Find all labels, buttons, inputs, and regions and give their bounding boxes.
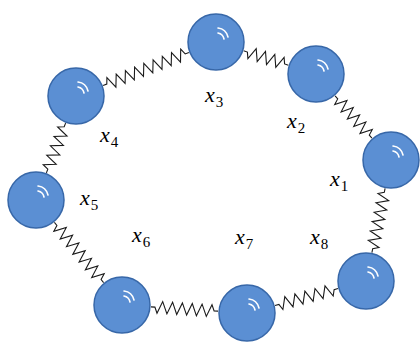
ball-shape — [362, 131, 420, 189]
ball-shape — [287, 45, 345, 103]
variable-label: x7 — [235, 226, 253, 248]
mass-ball: x1 — [362, 131, 420, 189]
variable-label: x3 — [205, 84, 223, 106]
spring — [54, 222, 104, 282]
variable-label: x8 — [310, 226, 328, 248]
ball-shape — [187, 13, 245, 71]
ball-shape — [218, 284, 276, 342]
spring — [103, 49, 189, 87]
variable-label: x5 — [80, 187, 98, 209]
ball-shape — [47, 67, 105, 125]
mass-ball: x7 — [218, 284, 276, 342]
variable-label: x6 — [132, 224, 150, 246]
variable-label: x2 — [287, 110, 305, 132]
mass-ball: x2 — [287, 45, 345, 103]
mass-ball: x8 — [337, 252, 395, 310]
spring — [335, 96, 373, 138]
mass-ball: x5 — [7, 171, 65, 229]
ball-shape — [337, 252, 395, 310]
ball-shape — [7, 171, 65, 229]
mass-ball: x3 — [187, 13, 245, 71]
spring — [43, 123, 67, 173]
ball-shape — [93, 276, 151, 334]
variable-label: x1 — [330, 168, 348, 190]
mass-ball: x6 — [93, 276, 151, 334]
mass-ball: x4 — [47, 67, 105, 125]
spring — [368, 188, 388, 252]
variable-label: x4 — [100, 124, 118, 146]
spring — [275, 286, 338, 310]
spring — [244, 49, 289, 68]
spring — [151, 302, 218, 317]
